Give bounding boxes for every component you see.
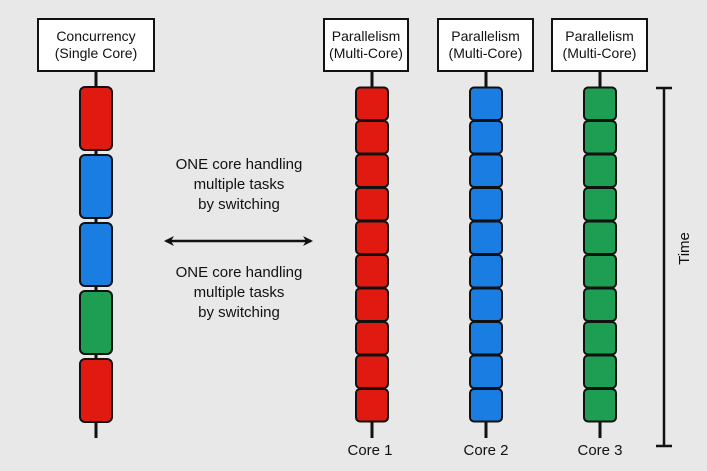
task-block-red: [79, 358, 113, 423]
task-block-red: [355, 354, 389, 389]
task-block-green: [583, 254, 617, 289]
core1-title: Parallelism: [331, 28, 401, 44]
task-block-blue: [469, 254, 503, 289]
caption-bottom-line: by switching: [198, 304, 280, 321]
core1-label: Core 1: [347, 442, 393, 459]
task-block-blue: [469, 321, 503, 356]
task-block-green: [583, 187, 617, 222]
core3-title-box: Parallelism (Multi-Core): [551, 18, 648, 72]
task-block-green: [583, 220, 617, 255]
core2-title: Parallelism: [451, 28, 520, 44]
task-block-red: [355, 120, 389, 155]
core3-title: Parallelism: [565, 28, 634, 44]
time-axis: [656, 86, 672, 448]
core3-subtitle: (Multi-Core): [562, 45, 637, 61]
task-block-red: [355, 187, 389, 222]
core2-subtitle: (Multi-Core): [448, 45, 523, 61]
task-block-red: [355, 287, 389, 322]
task-block-red: [355, 254, 389, 289]
time-axis-label: Time: [675, 232, 693, 265]
core3-label: Core 3: [577, 442, 623, 459]
task-block-green: [583, 153, 617, 188]
task-block-blue: [469, 388, 503, 423]
caption-bottom: ONE core handling multiple tasks by swit…: [149, 263, 329, 323]
task-block-red: [355, 220, 389, 255]
task-block-blue: [79, 222, 113, 287]
caption-bottom-line: multiple tasks: [193, 284, 285, 301]
caption-top-line: multiple tasks: [193, 176, 285, 193]
task-block-blue: [79, 154, 113, 219]
caption-top-line: by switching: [198, 196, 280, 213]
task-block-green: [583, 120, 617, 155]
task-block-red: [355, 321, 389, 356]
concurrency-title: Concurrency: [56, 28, 136, 44]
task-block-green: [583, 354, 617, 389]
core2-label: Core 2: [463, 442, 509, 459]
task-block-blue: [469, 187, 503, 222]
task-block-blue: [469, 86, 503, 121]
task-block-red: [355, 388, 389, 423]
task-block-red: [355, 153, 389, 188]
concurrency-subtitle: (Single Core): [54, 45, 138, 61]
concurrency-title-box: Concurrency (Single Core): [37, 18, 155, 72]
core2-title-box: Parallelism (Multi-Core): [437, 18, 534, 72]
task-block-green: [79, 290, 113, 355]
core1-subtitle: (Multi-Core): [329, 45, 403, 61]
task-block-green: [583, 388, 617, 423]
task-block-red: [79, 86, 113, 151]
task-block-blue: [469, 120, 503, 155]
task-block-blue: [469, 153, 503, 188]
caption-top: ONE core handling multiple tasks by swit…: [149, 155, 329, 215]
task-block-green: [583, 321, 617, 356]
caption-top-line: ONE core handling: [175, 156, 303, 173]
task-block-red: [355, 86, 389, 121]
caption-bottom-line: ONE core handling: [175, 264, 303, 281]
task-block-green: [583, 287, 617, 322]
task-block-blue: [469, 354, 503, 389]
core1-title-box: Parallelism (Multi-Core): [323, 18, 409, 72]
task-block-blue: [469, 287, 503, 322]
task-block-green: [583, 86, 617, 121]
task-block-blue: [469, 220, 503, 255]
